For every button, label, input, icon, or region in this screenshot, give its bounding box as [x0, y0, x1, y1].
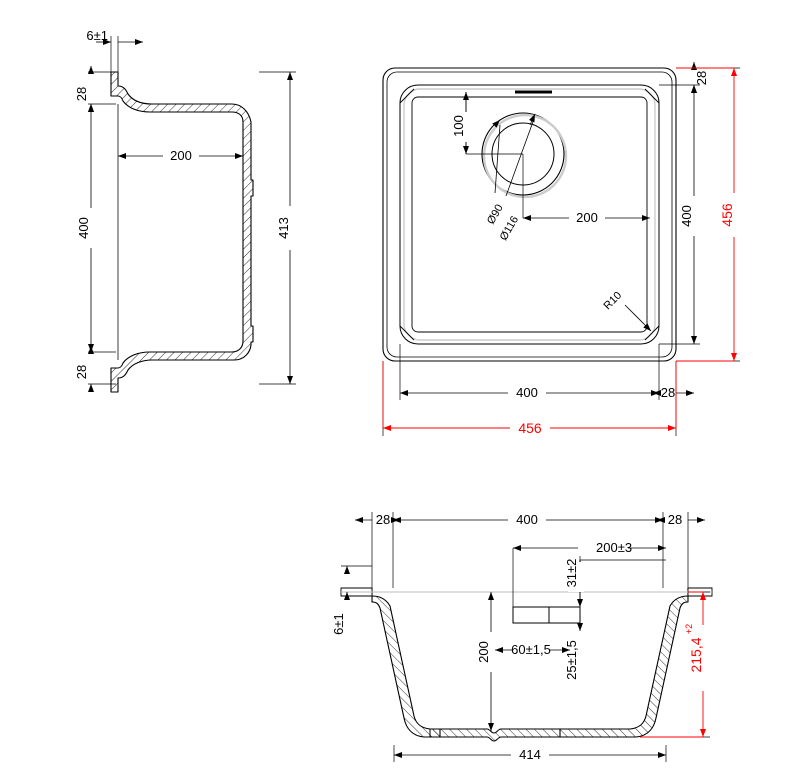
- dim-label: 31±2: [564, 559, 579, 588]
- dim-label: 400: [516, 385, 538, 400]
- dim-414-section: 414: [394, 747, 666, 763]
- dim-28-section-left: 28: [355, 512, 399, 527]
- dim-60pm15-section: 60±1,5: [495, 642, 570, 657]
- dim-label: 28: [661, 385, 675, 400]
- plan-witness-lines: [382, 67, 740, 436]
- dim-label: 28: [376, 512, 390, 527]
- dim-label: 400: [679, 205, 694, 227]
- dim-456-plan-v: 456: [719, 68, 740, 361]
- dim-label: 6±1: [331, 613, 346, 635]
- dim-label: 400: [76, 217, 91, 239]
- view-plan: 28 100 Ø90 Ø116 200: [382, 62, 740, 437]
- dim-label: Ø116: [498, 214, 521, 243]
- drain-hole: [481, 112, 568, 199]
- plan-red-leaders: [382, 67, 734, 428]
- dim-label: 100: [451, 115, 466, 137]
- dim-label: 25±1,5: [564, 640, 579, 680]
- dim-label: 400: [516, 512, 538, 527]
- dim-28-top-left: 28: [74, 66, 94, 112]
- dim-label: 200: [170, 148, 192, 163]
- sink-outer-rim-inner: [386, 71, 673, 358]
- dim-label: R10: [601, 289, 624, 312]
- dim-label: 28: [694, 71, 709, 85]
- sink-wall-section-front: [340, 587, 713, 742]
- bowl-bottom-outline: [411, 96, 648, 333]
- dim-label: Ø90: [485, 202, 506, 226]
- dim-413-left: 413: [276, 72, 295, 384]
- dim-label: 6±1: [86, 28, 108, 43]
- dim-28-plan-right: 28: [653, 385, 694, 400]
- dim-label: 414: [519, 747, 541, 762]
- dim-400-left: 400: [76, 104, 96, 352]
- bowl-top-opening-inner: [403, 88, 656, 341]
- dim-28-plan-top: 28: [691, 62, 709, 93]
- dim-label: 200: [476, 641, 491, 663]
- dim-25pm15-section: 25±1,5: [564, 622, 583, 680]
- dim-200-left: 200: [118, 148, 243, 164]
- dim-label: 60±1,5: [511, 642, 551, 657]
- dim-215-section: 215,4 +2: [684, 592, 710, 737]
- dim-200-section-v: 200: [476, 592, 495, 731]
- view-left-section: 6±1 28 200 400 413 2: [74, 28, 296, 393]
- dim-label: 28: [74, 365, 89, 379]
- dim-200pm3-section: 200±3: [513, 540, 666, 556]
- dim-label: 28: [74, 87, 89, 101]
- dim-label: 413: [276, 217, 291, 239]
- dim-456-plan-h: 456: [383, 419, 676, 437]
- dim-r10-plan: R10: [601, 289, 652, 332]
- dim-400-plan-h: 400: [400, 385, 659, 401]
- dim-label: 200: [576, 210, 598, 225]
- dim-31pm2-section: 31±2: [564, 559, 584, 607]
- dim-label: 200±3: [596, 540, 632, 555]
- overflow-slot-detail: [512, 606, 581, 624]
- dim-400-section: 400: [393, 512, 663, 528]
- dim-100-plan: 100: [451, 92, 471, 154]
- dim-6pm1-section: 6±1: [331, 566, 350, 635]
- dim-label-sup: +2: [684, 624, 694, 634]
- sink-outer-rim: [382, 67, 677, 362]
- dim-label: 28: [668, 512, 682, 527]
- dim-6pm1-left: 6±1: [86, 28, 143, 45]
- bowl-top-opening: [399, 84, 660, 345]
- dim-28-bottom-left: 28: [74, 346, 94, 392]
- dim-label: 215,4: [688, 637, 704, 672]
- dim-28-section-right: 28: [657, 512, 705, 527]
- dim-label: 456: [719, 203, 735, 227]
- dim-200-plan: 200: [523, 210, 650, 226]
- corner-chamfers: [399, 88, 660, 341]
- sink-wall-section-left: [110, 71, 254, 393]
- view-front-section: 28 400 28 200±3 31±2: [331, 512, 713, 763]
- dim-label: 456: [518, 420, 542, 436]
- dim-400-plan-v: 400: [679, 85, 699, 344]
